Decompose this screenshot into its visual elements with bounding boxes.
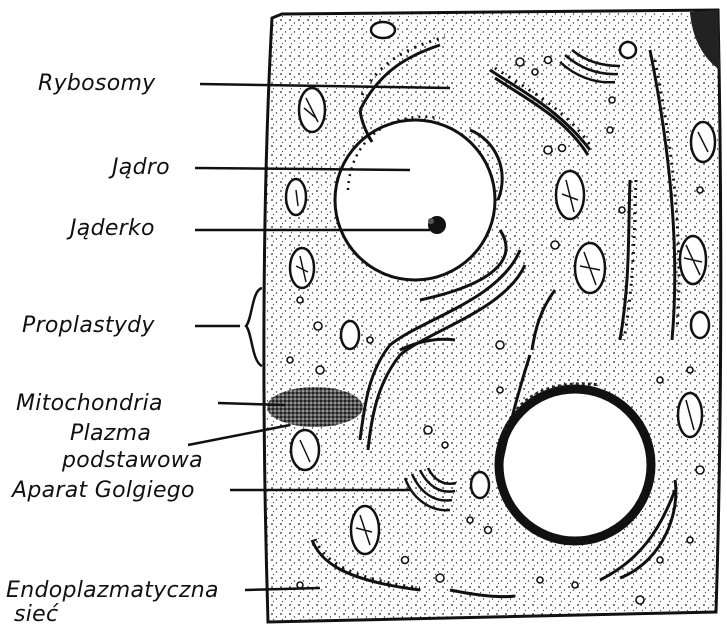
label-golgi: Aparat Golgiego xyxy=(12,480,195,502)
ground-plasma xyxy=(267,387,363,427)
nucleus xyxy=(335,120,495,280)
vacuole xyxy=(499,389,651,541)
label-plazma-line1: Plazma xyxy=(70,423,151,445)
label-rybosomy: Rybosomy xyxy=(38,73,156,95)
label-jaderko: Jąderko xyxy=(70,218,155,240)
label-er-line1: Endoplazmatyczna xyxy=(6,580,219,602)
label-plazma-line2: podstawowa xyxy=(62,450,203,472)
label-proplastydy: Proplastydy xyxy=(22,315,155,337)
cell-wall xyxy=(264,10,721,622)
label-mitochondria: Mitochondria xyxy=(16,393,163,415)
label-jadro: Jądro xyxy=(112,157,170,179)
label-er-line2: sieć xyxy=(14,604,58,626)
